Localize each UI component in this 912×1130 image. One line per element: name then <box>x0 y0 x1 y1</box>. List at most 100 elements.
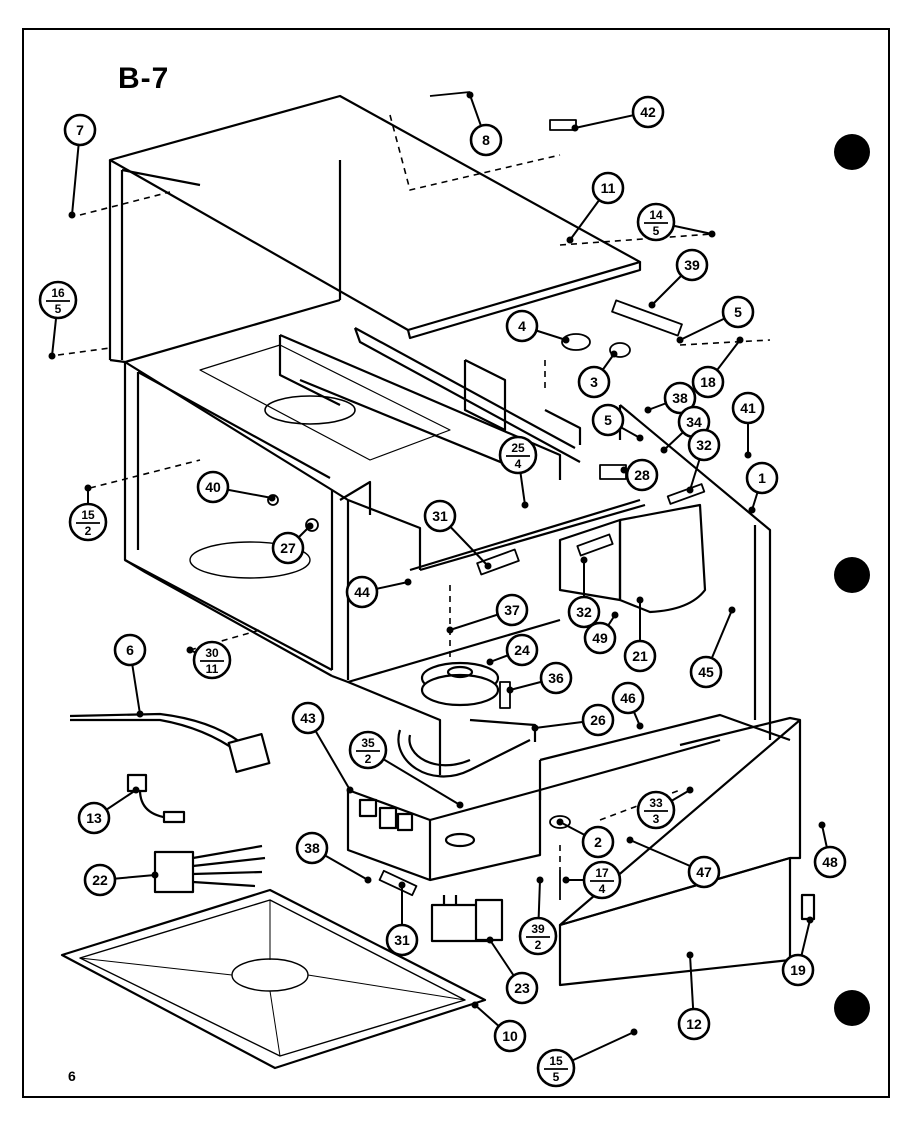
callout-target-dot <box>611 611 619 619</box>
wire-connector-part-13 <box>126 773 186 824</box>
callout-number: 39 <box>684 257 700 273</box>
callout-target-dot <box>556 818 564 826</box>
callout-number: 23 <box>514 980 530 996</box>
callout-number: 44 <box>354 584 370 600</box>
callout-number: 47 <box>696 864 712 880</box>
callout-c28: 28 <box>620 458 659 492</box>
callout-bubble <box>663 381 697 415</box>
callout-number: 13 <box>86 810 102 826</box>
callout-bubble <box>505 633 539 667</box>
oven-cabinet <box>123 361 646 684</box>
callout-c38a: 38 <box>644 381 697 415</box>
callout-c10: 10 <box>471 1001 527 1053</box>
callout-number: 26 <box>590 712 606 728</box>
callout-target-dot <box>566 236 574 244</box>
callout-number: 32 <box>696 437 712 453</box>
callout-bubble <box>687 855 721 889</box>
callout-bubble <box>675 248 709 282</box>
callout-bubble <box>577 365 611 399</box>
callout-bubble <box>691 365 725 399</box>
callout-c31b: 31 <box>385 881 419 957</box>
callout-bubble <box>196 470 230 504</box>
callout-target-dot <box>610 350 618 358</box>
callout-number: 32 <box>576 604 592 620</box>
front-panel-part-12 <box>558 716 816 987</box>
callout-c25_4: 254 <box>498 435 538 509</box>
callout-c16_5: 165 <box>38 280 78 360</box>
callout-target-dot <box>471 1001 479 1009</box>
callout-bubble <box>636 202 676 242</box>
callout-bubble <box>781 953 815 987</box>
callout-bubble <box>295 831 329 865</box>
callout-c31a: 31 <box>423 499 492 570</box>
callout-target-dot <box>636 722 644 730</box>
callout-c46: 46 <box>611 681 645 730</box>
callout-target-dot <box>404 578 412 586</box>
callout-bubble <box>63 113 97 147</box>
callout-c11: 11 <box>566 171 625 244</box>
callout-numerator: 35 <box>361 736 375 750</box>
top-cover-panel <box>108 94 642 364</box>
callout-target-dot <box>748 506 756 514</box>
callout-target-dot <box>132 786 140 794</box>
power-cord-part-6 <box>69 712 271 773</box>
interior-duct-assembly <box>199 327 582 515</box>
callout-number: 12 <box>686 1016 702 1032</box>
callout-c1: 1 <box>745 461 779 514</box>
callout-target-dot <box>446 626 454 634</box>
callout-target-dot <box>136 710 144 718</box>
callout-number: 37 <box>504 602 520 618</box>
callout-number: 5 <box>604 412 612 428</box>
callout-numerator: 15 <box>81 508 95 522</box>
callout-bubble <box>581 825 615 859</box>
callout-target-dot <box>744 451 752 459</box>
drip-tray-part-10 <box>60 888 487 1070</box>
callout-target-dot <box>531 724 539 732</box>
callout-target-dot <box>486 658 494 666</box>
callout-c15_5: 155 <box>536 1028 638 1088</box>
callout-numerator: 39 <box>531 922 545 936</box>
callout-number: 40 <box>205 479 221 495</box>
callout-target-dot <box>306 522 314 530</box>
callout-c12: 12 <box>677 951 711 1041</box>
wire-harness-part-22 <box>153 844 266 894</box>
callout-numerator: 15 <box>549 1054 563 1068</box>
callout-numerator: 33 <box>649 796 663 810</box>
callout-denominator: 11 <box>206 662 219 676</box>
callout-c14_5: 145 <box>636 202 716 242</box>
callout-number: 38 <box>672 390 688 406</box>
callout-target-dot <box>708 230 716 238</box>
callout-c45: 45 <box>689 606 736 689</box>
callout-c39_2: 392 <box>518 876 558 956</box>
callout-bubble <box>345 575 379 609</box>
callout-number: 1 <box>758 470 766 486</box>
callout-target-dot <box>562 876 570 884</box>
callout-target-dot <box>268 494 276 502</box>
callout-bubble <box>583 621 617 655</box>
callout-target-dot <box>644 406 652 414</box>
callout-target-dot <box>736 336 744 344</box>
callout-c7: 7 <box>63 113 97 219</box>
callout-c6: 6 <box>113 633 147 718</box>
callout-bubble <box>731 391 765 425</box>
callout-bubble <box>591 171 625 205</box>
callout-target-dot <box>48 352 56 360</box>
callout-c2: 2 <box>556 818 615 859</box>
callout-target-dot <box>636 434 644 442</box>
callout-target-dot <box>580 556 588 564</box>
callout-c24: 24 <box>486 633 539 667</box>
callout-number: 10 <box>502 1028 518 1044</box>
callout-number: 36 <box>548 670 564 686</box>
callout-number: 22 <box>92 872 108 888</box>
callout-target-dot <box>818 821 826 829</box>
callout-number: 24 <box>514 642 530 658</box>
callout-bubble <box>689 655 723 689</box>
callout-target-dot <box>676 336 684 344</box>
callout-target-dot <box>660 446 668 454</box>
callout-c41: 41 <box>731 391 765 459</box>
stirrer-fan-part-24 <box>420 661 500 707</box>
callout-bubble <box>291 701 325 735</box>
callout-numerator: 25 <box>511 441 525 455</box>
